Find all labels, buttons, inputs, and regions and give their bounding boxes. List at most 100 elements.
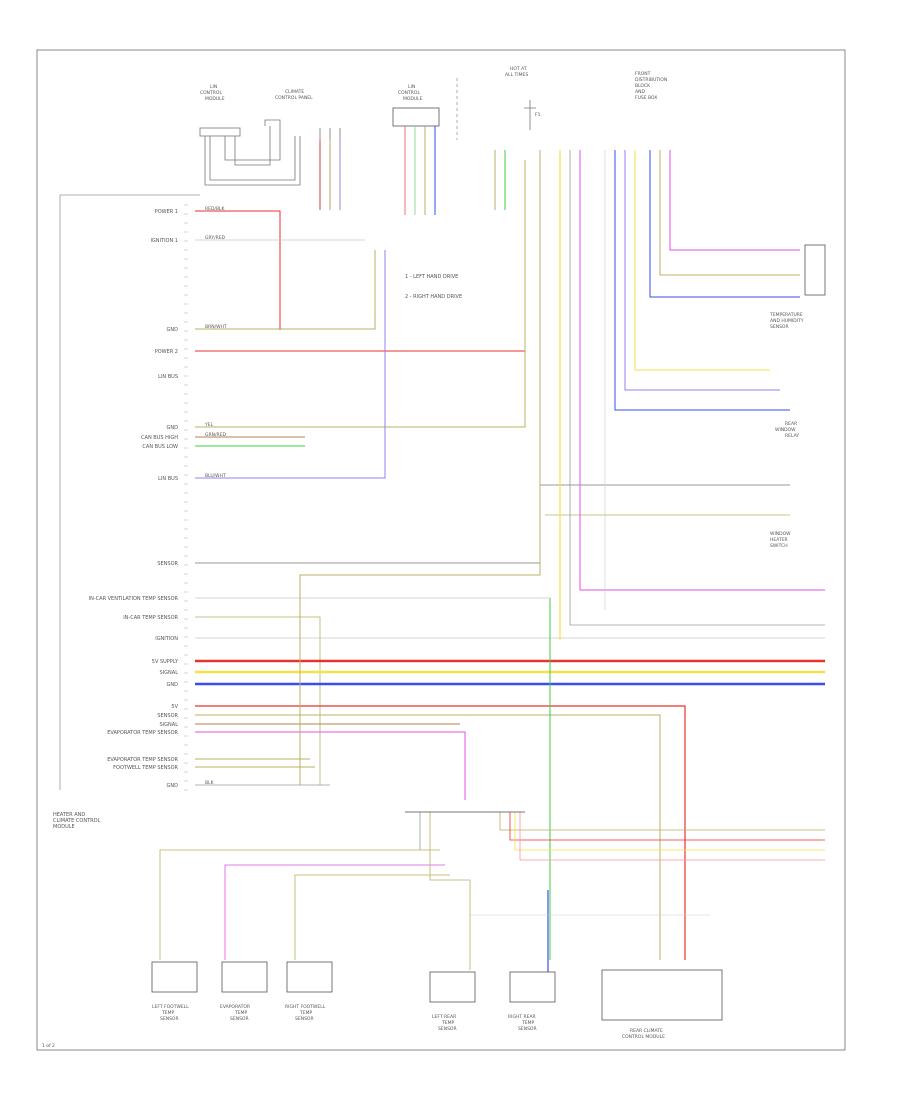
relay-right-label-2: WINDOW: [775, 427, 796, 433]
top-left-label-2: CONTROL: [200, 90, 222, 96]
bottom-2-label-3: SENSOR: [230, 1016, 249, 1022]
switch-right-label-1: WINDOW: [770, 531, 791, 537]
fusebox-label-1: FRONT: [635, 71, 651, 77]
wire-code-yel: YEL: [204, 422, 214, 428]
pin-label: GND: [167, 783, 179, 789]
wire: [195, 714, 661, 960]
relay-right-label-3: RELAY: [785, 433, 799, 439]
bottom-5-label-2: TEMP: [521, 1020, 534, 1026]
top-left-label-1: LIN: [210, 84, 217, 90]
wire: [569, 150, 825, 626]
top-right-label-3: MODULE: [403, 96, 423, 102]
temp-humidity-sensor: [804, 244, 826, 296]
fusebox-label-3: BLOCK: [635, 83, 651, 89]
wire: [579, 150, 825, 591]
bottom-2-label-1: EVAPORATOR: [220, 1004, 250, 1010]
bottom-4-label-1: LEFT REAR: [432, 1014, 456, 1020]
wire: [669, 150, 800, 251]
pin-numbers: [184, 204, 188, 791]
module-label-1: HEATER AND: [53, 812, 85, 818]
pin-label: EVAPORATOR TEMP SENSOR: [107, 730, 178, 736]
wire: [294, 874, 450, 960]
bottom-1-label-3: SENSOR: [160, 1016, 179, 1022]
pin-label: SENSOR: [157, 561, 178, 567]
rear-climate-module: [601, 969, 723, 1021]
fusebox-label-4: AND: [635, 89, 645, 95]
pin-label: POWER 2: [155, 349, 178, 355]
switch-right-label-2: HEATER: [770, 537, 788, 543]
sensor-right-label-1: TEMPERATURE: [769, 312, 803, 318]
sensor-right-label-3: SENSOR: [770, 324, 789, 330]
legend-2: 2 - RIGHT HAND DRIVE: [405, 294, 462, 300]
bottom-3-label-2: TEMP: [299, 1010, 312, 1016]
wire: [429, 812, 471, 970]
evaporator-sensor: [221, 961, 268, 993]
fuse-symbol: [524, 100, 536, 130]
page-footer: 1 of 2: [42, 1043, 55, 1049]
module-label-3: MODULE: [53, 824, 75, 830]
top-right-label-1: LIN: [408, 84, 415, 90]
pin-label: EVAPORATOR TEMP SENSOR: [107, 757, 178, 763]
wire: [519, 812, 825, 861]
pin-label: SIGNAL: [160, 722, 179, 728]
wire-code-blk: BLK: [205, 780, 215, 786]
wire: [299, 150, 541, 785]
pin-label: IN-CAR VENTILATION TEMP SENSOR: [89, 596, 179, 602]
top-right-connector: [392, 107, 440, 127]
wires: [159, 126, 825, 975]
pin-label: CAN BUS HIGH: [141, 435, 178, 441]
wire: [195, 484, 790, 564]
pin-label: 5V SUPPLY: [152, 659, 179, 665]
wire-code-gry-red: GRY/RED: [205, 235, 226, 241]
wire-code-red-blk: RED/BLK: [205, 206, 226, 212]
left-rear-sensor: [429, 971, 476, 1003]
fuse-id: F1: [535, 112, 541, 118]
pin-label: SENSOR: [157, 713, 178, 719]
wire: [634, 150, 770, 371]
pin-label: IN-CAR TEMP SENSOR: [123, 615, 178, 621]
fusebox-label-2: DISTRIBUTION: [635, 77, 667, 83]
pin-label: GND: [167, 682, 179, 688]
wire-code-blu-wht: BLU/WHT: [205, 473, 226, 479]
fusebox-label-5: FUSE BOX: [635, 95, 657, 101]
sensor-right-label-2: AND HUMIDITY: [770, 318, 804, 324]
module-boundary: [59, 194, 200, 790]
top-left-connector: [199, 119, 301, 186]
bottom-5-label-3: SENSOR: [518, 1026, 537, 1032]
bottom-6-label-2: CONTROL MODULE: [622, 1034, 665, 1040]
wire: [614, 150, 790, 411]
wire: [159, 849, 440, 960]
fuse-label-2: ALL TIMES: [505, 72, 528, 78]
legend-1: 1 - LEFT HAND DRIVE: [405, 274, 458, 280]
right-rear-sensor: [509, 971, 556, 1003]
pin-label: LIN BUS: [158, 476, 178, 482]
right-footwell-sensor: [286, 961, 333, 993]
pin-label: GND: [167, 327, 179, 333]
pin-label: CAN BUS LOW: [142, 444, 178, 450]
wire: [659, 150, 800, 276]
bottom-4-label-3: SENSOR: [438, 1026, 457, 1032]
wire: [499, 812, 825, 831]
wire: [195, 160, 526, 428]
wire-code-brn-wht: BRN/WHT: [205, 324, 227, 330]
top-mid-label-1: CLIMATE: [285, 89, 304, 95]
wire: [509, 812, 825, 841]
bottom-3-label-1: RIGHT FOOTWELL: [285, 1004, 326, 1010]
wire: [195, 250, 376, 330]
wire: [624, 150, 780, 391]
bottom-1-label-1: LEFT FOOTWELL: [152, 1004, 189, 1010]
pin-label: SIGNAL: [160, 670, 179, 676]
left-footwell-sensor: [151, 961, 198, 993]
module-label-2: CLIMATE CONTROL: [53, 818, 101, 824]
wire: [224, 864, 445, 960]
pin-label: POWER 1: [155, 209, 178, 215]
pin-label: FOOTWELL TEMP SENSOR: [113, 765, 178, 771]
top-right-label-2: CONTROL: [398, 90, 420, 96]
wire: [649, 150, 800, 298]
bottom-3-label-3: SENSOR: [295, 1016, 314, 1022]
wire-code-grn-red: GRN/RED: [205, 432, 226, 438]
top-left-label-3: MODULE: [205, 96, 225, 102]
bottom-6-label-1: REAR CLIMATE: [630, 1028, 663, 1034]
